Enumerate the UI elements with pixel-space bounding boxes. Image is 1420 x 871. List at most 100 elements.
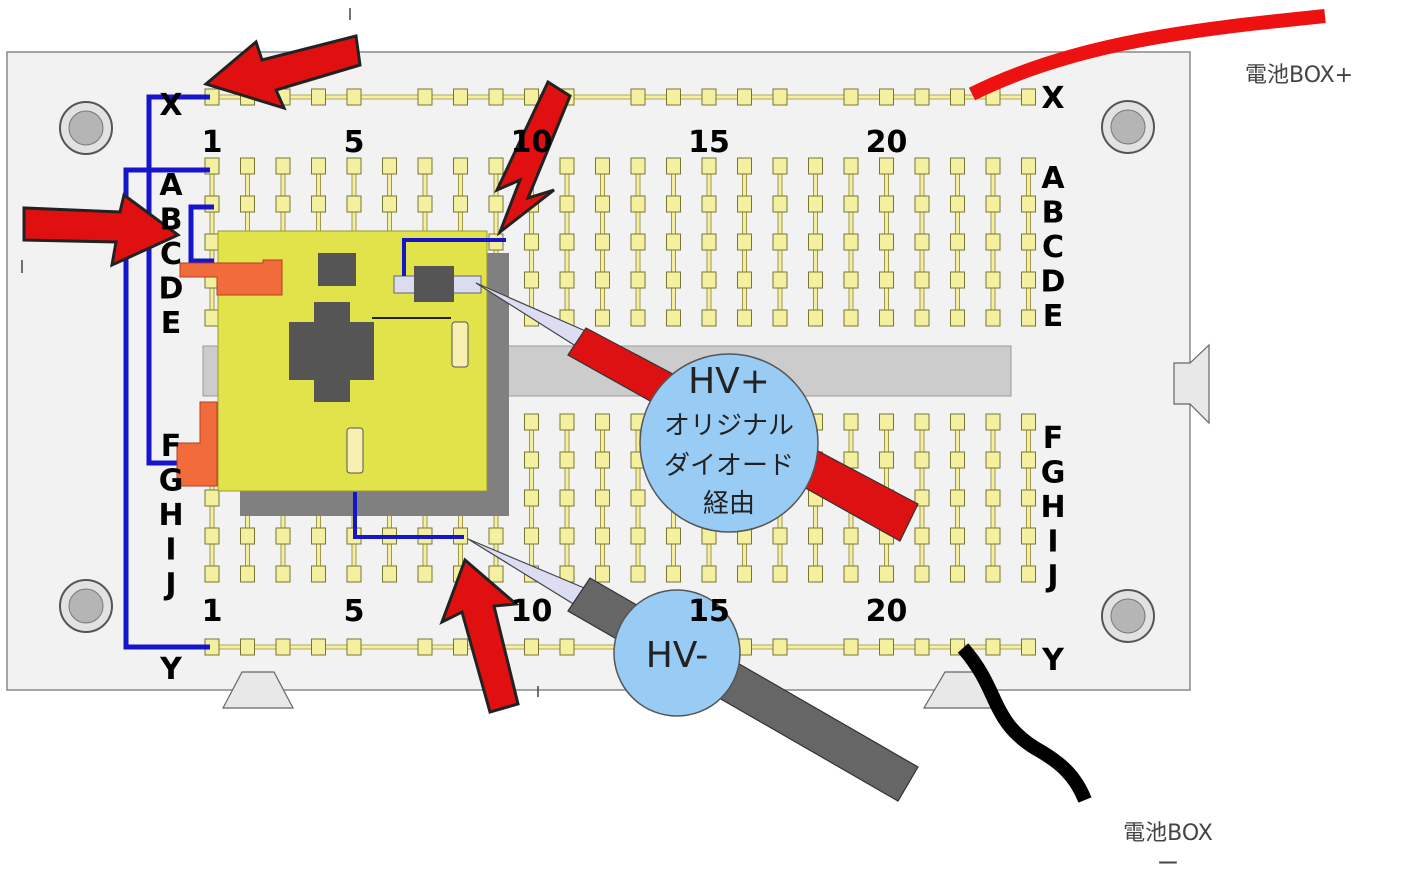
column-number-top-1: 1	[202, 125, 223, 160]
column-number-top-10: 10	[511, 125, 553, 160]
rail-hole	[311, 638, 326, 656]
terminal-hole	[630, 309, 646, 327]
terminal-hole	[985, 565, 1001, 583]
terminal-hole	[524, 233, 539, 251]
terminal-hole	[914, 413, 930, 431]
terminal-hole	[808, 565, 823, 583]
terminal-hole	[382, 157, 397, 175]
terminal-hole	[204, 527, 220, 545]
terminal-hole	[524, 413, 539, 431]
terminal-hole	[666, 309, 681, 327]
mounting-screws	[59, 100, 1155, 643]
terminal-hole	[666, 157, 681, 175]
terminal-hole	[843, 413, 859, 431]
rail-hole	[772, 638, 788, 656]
terminal-hole	[879, 233, 894, 251]
rail-y-label-right: Y	[1041, 643, 1065, 678]
terminal-hole	[1021, 451, 1036, 469]
row-label-a: A	[159, 168, 183, 203]
terminal-hole	[737, 309, 752, 327]
terminal-hole	[737, 195, 752, 213]
terminal-hole	[843, 157, 859, 175]
column-number-bottom-15: 15	[688, 594, 730, 629]
terminal-hole	[630, 565, 646, 583]
row-label-d: D	[159, 272, 184, 307]
terminal-hole	[240, 527, 255, 545]
terminal-hole	[311, 565, 326, 583]
rail-hole	[417, 88, 433, 106]
terminal-hole	[524, 527, 539, 545]
rail-hole	[453, 88, 468, 106]
terminal-hole	[1021, 271, 1036, 289]
rail-hole	[879, 88, 894, 106]
column-number-top-20: 20	[866, 125, 908, 160]
row-label-i: I	[1047, 525, 1058, 560]
rail-hole	[879, 638, 894, 656]
terminal-hole	[595, 451, 610, 469]
terminal-hole	[1021, 157, 1036, 175]
terminal-hole	[914, 527, 930, 545]
terminal-hole	[701, 157, 717, 175]
terminal-hole	[843, 527, 859, 545]
terminal-hole	[595, 157, 610, 175]
rail-hole	[346, 88, 362, 106]
terminal-hole	[985, 451, 1001, 469]
rail-hole	[950, 88, 965, 106]
terminal-hole	[985, 271, 1001, 289]
row-label-h: H	[1040, 490, 1065, 525]
terminal-hole	[240, 565, 255, 583]
row-label-c: C	[160, 237, 182, 272]
terminal-hole	[772, 565, 788, 583]
row-label-j: J	[1045, 559, 1058, 594]
orange-pad-top	[179, 259, 283, 296]
battery-minus-label-line1: 電池BOX	[1123, 821, 1213, 846]
terminal-hole	[311, 157, 326, 175]
terminal-hole	[914, 451, 930, 469]
terminal-hole	[559, 271, 575, 289]
rail-hole	[417, 638, 433, 656]
rail-hole	[559, 638, 575, 656]
terminal-hole	[595, 195, 610, 213]
terminal-hole	[630, 233, 646, 251]
terminal-hole	[1021, 489, 1036, 507]
terminal-hole	[204, 489, 220, 507]
terminal-hole	[524, 489, 539, 507]
rail-hole	[843, 638, 859, 656]
terminal-hole	[808, 233, 823, 251]
terminal-hole	[595, 489, 610, 507]
terminal-hole	[879, 565, 894, 583]
rail-y-label-left: Y	[159, 652, 183, 687]
terminal-hole	[595, 527, 610, 545]
terminal-hole	[595, 309, 610, 327]
terminal-hole	[453, 157, 468, 175]
terminal-hole	[772, 157, 788, 175]
battery-wire-plus	[968, 9, 1326, 101]
row-label-f: F	[1043, 421, 1064, 456]
terminal-hole	[914, 309, 930, 327]
terminal-hole	[382, 195, 397, 213]
column-number-bottom-5: 5	[344, 594, 365, 629]
arrow-indicator-module-bottom	[439, 557, 520, 714]
terminal-hole	[240, 157, 255, 175]
terminal-hole	[985, 157, 1001, 175]
terminal-hole	[950, 527, 965, 545]
terminal-hole	[1021, 195, 1036, 213]
terminal-hole	[985, 233, 1001, 251]
row-label-d: D	[1041, 265, 1066, 300]
row-label-h: H	[158, 498, 183, 533]
rail-hole	[914, 638, 930, 656]
terminal-hole	[879, 195, 894, 213]
row-label-a: A	[1041, 161, 1065, 196]
terminal-hole	[950, 309, 965, 327]
terminal-hole	[950, 451, 965, 469]
row-label-g: G	[159, 464, 184, 499]
terminal-hole	[488, 527, 504, 545]
rail-hole	[772, 88, 788, 106]
battery-minus-label-line2: ー	[1157, 852, 1179, 871]
rail-hole	[701, 88, 717, 106]
hv-plus-title: HV+	[688, 361, 770, 402]
terminal-hole	[488, 565, 504, 583]
rail-hole	[666, 88, 681, 106]
terminal-hole	[488, 157, 504, 175]
